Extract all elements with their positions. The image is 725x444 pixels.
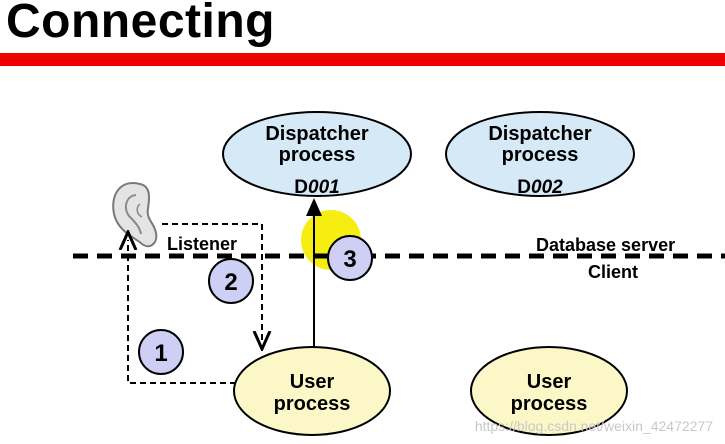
step-3-marker: 3 [327,235,373,281]
user-process-1: User process [233,346,391,436]
ear-icon [112,182,158,248]
watermark: https://blog.csdn.net/weixin_42472277 [474,418,713,434]
dispatcher-id-number: 002 [531,177,563,198]
redirect-path [162,223,262,341]
dispatcher-process-d002: Dispatcher process D002 [445,111,635,198]
user-process-2: User process [470,346,628,436]
listener-label: Listener [167,234,237,254]
connection-request-path [128,240,236,384]
dispatcher-label-line2: process [279,144,356,166]
client-label: Client [588,262,638,282]
page-title: Connecting [6,0,275,48]
user-label-line2: process [274,393,351,415]
step-1-number: 1 [154,340,167,367]
dispatcher-id: D002 [517,177,563,198]
user-label-line1: User [290,371,335,393]
step-2-marker: 2 [208,258,254,304]
dispatcher-process-d001: Dispatcher process D001 [222,111,412,198]
dispatcher-label-line1: Dispatcher [265,123,369,145]
step-1-marker: 1 [138,329,184,375]
user-label-line2: process [511,393,588,415]
step-2-number: 2 [224,269,237,296]
dispatcher-id: D001 [294,177,339,198]
dispatcher-id-prefix: D [517,177,531,198]
user-label-line1: User [527,371,572,393]
dispatcher-label-line1: Dispatcher [488,123,592,145]
dispatcher-label-line2: process [502,144,579,166]
database-server-label: Database server [536,235,675,255]
dispatcher-id-prefix: D [294,177,308,198]
step-3-number: 3 [343,246,356,273]
title-divider-bar [0,53,725,66]
dispatcher-id-number: 001 [308,177,340,198]
